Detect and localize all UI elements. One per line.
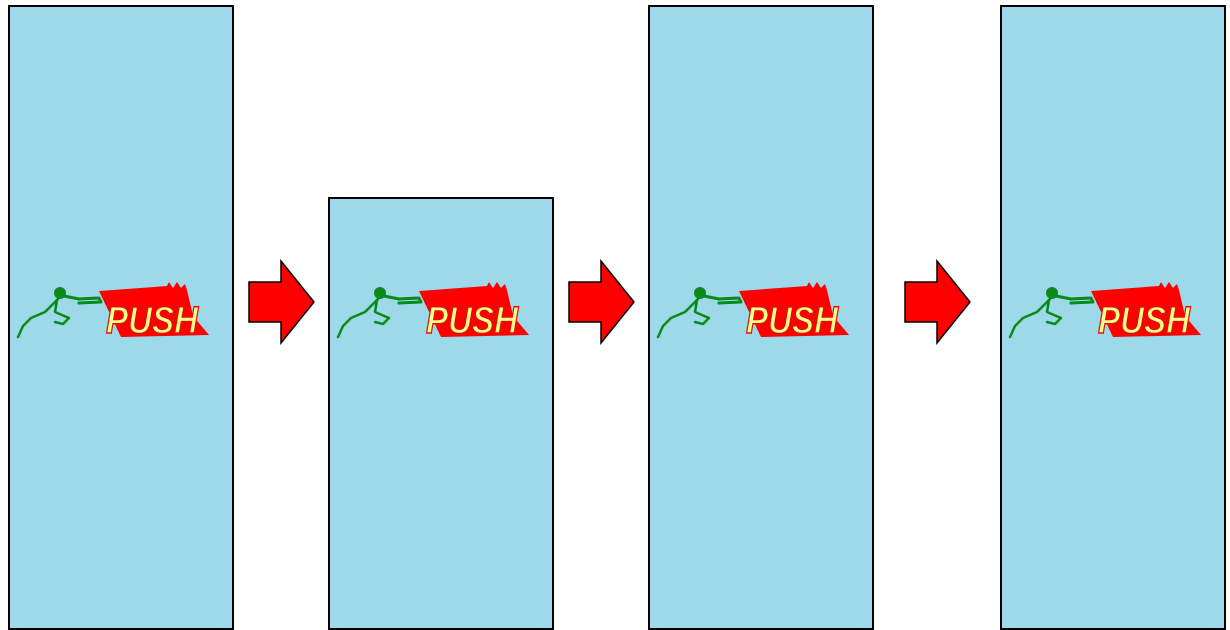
panel-4: PUSH <box>1000 5 1226 630</box>
push-sign: PUSH <box>99 282 209 343</box>
push-sign-background <box>419 282 529 337</box>
push-sign: PUSH <box>419 282 529 343</box>
push-figure-icon <box>656 287 743 339</box>
figure-front-leg <box>53 298 71 326</box>
figure-back-leg <box>336 296 381 339</box>
arrow-right-icon <box>568 258 635 346</box>
arrow-right-icon <box>248 258 315 346</box>
push-label: PUSH <box>1098 300 1191 342</box>
figure-arms <box>1054 294 1095 305</box>
panel-rect <box>328 197 554 630</box>
figure-arms <box>702 294 743 305</box>
figure-back-leg <box>1008 296 1053 339</box>
figure-front-leg <box>693 298 711 326</box>
figure-back-leg <box>16 296 61 339</box>
push-sign-background <box>739 282 849 337</box>
panel-1: PUSH <box>8 5 234 630</box>
panel-3: PUSH <box>648 5 874 630</box>
push-sign-background <box>99 282 209 337</box>
figure-arms <box>382 294 423 305</box>
push-sign-background <box>1091 282 1201 337</box>
push-sign: PUSH <box>1091 282 1201 343</box>
figure-back-leg <box>656 296 701 339</box>
push-label: PUSH <box>426 300 519 342</box>
push-label: PUSH <box>106 300 199 342</box>
push-label: PUSH <box>746 300 839 342</box>
push-sign: PUSH <box>739 282 849 343</box>
figure-arms <box>62 294 103 305</box>
figure-front-leg <box>373 298 391 326</box>
panel-2: PUSH <box>328 197 554 630</box>
push-figure-icon <box>336 287 423 339</box>
arrow-right-icon <box>904 258 971 346</box>
figure-front-leg <box>1045 298 1063 326</box>
push-figure-icon <box>1008 287 1095 339</box>
push-figure-icon <box>16 287 103 339</box>
